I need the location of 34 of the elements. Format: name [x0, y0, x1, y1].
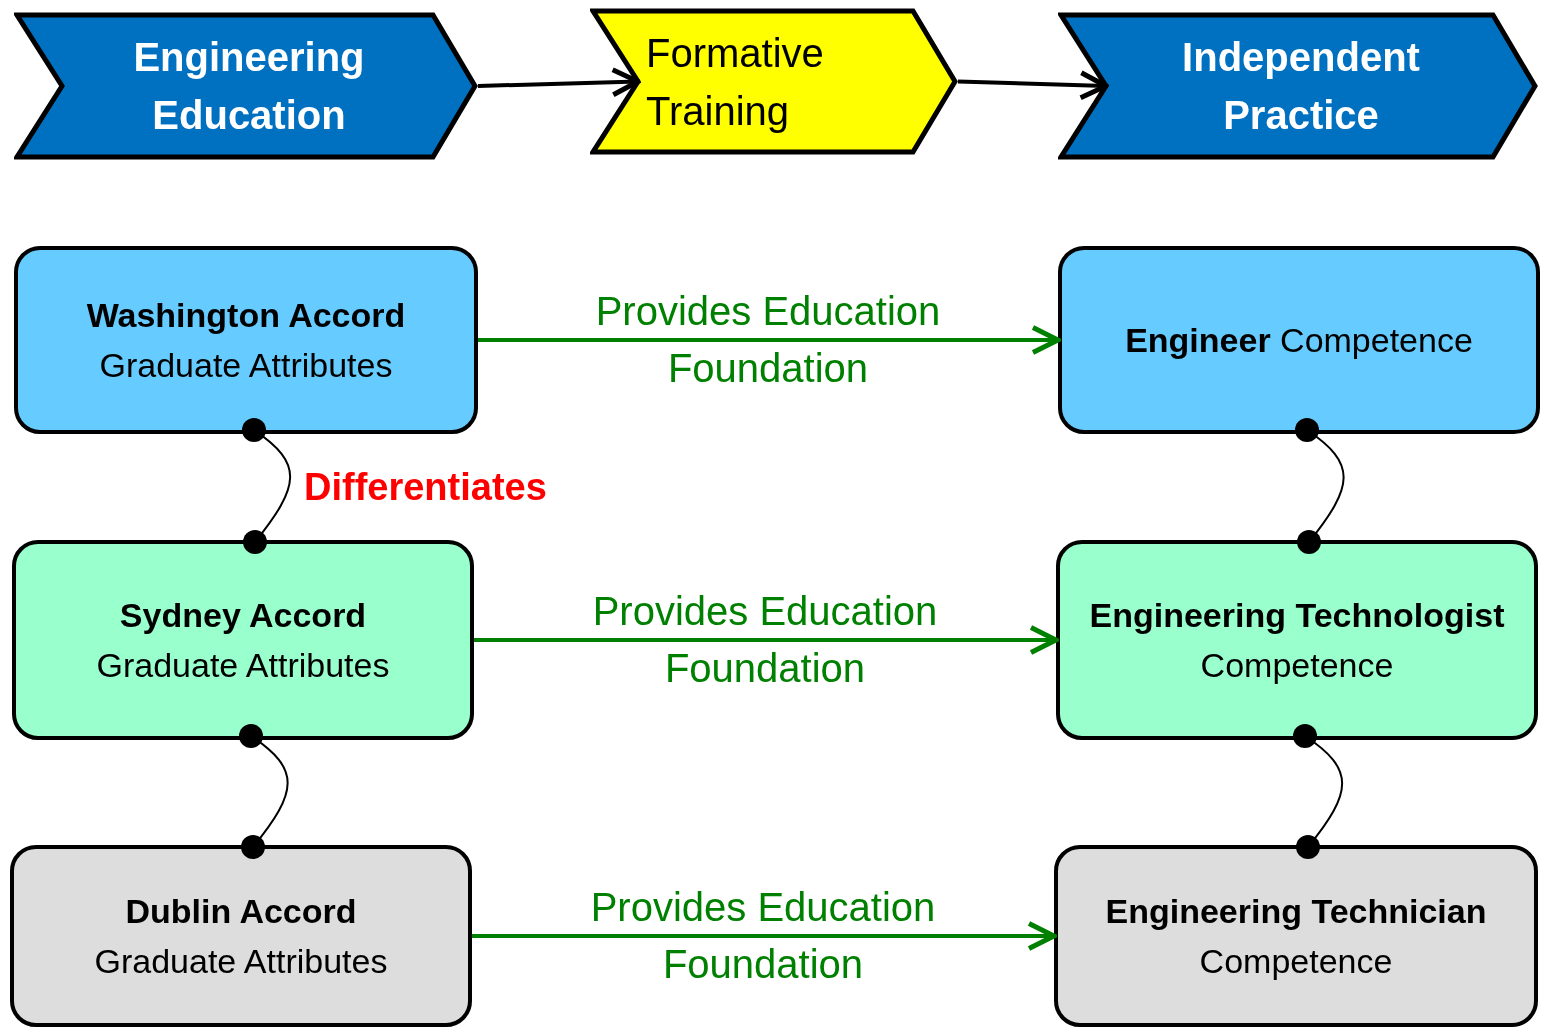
step-title: Engineering Education — [132, 34, 366, 139]
box-text: Engineering Technician Competence — [1104, 891, 1488, 982]
rounded-box — [1054, 845, 1538, 1027]
box-text: Engineering Technologist Competence — [1088, 595, 1506, 686]
chevron-step — [14, 12, 478, 160]
box-heading: Sydney Accord — [119, 595, 367, 636]
box-text: Graduate Attributes — [99, 345, 393, 386]
step-title: Formative Training — [646, 29, 825, 135]
connector-line — [239, 724, 289, 859]
chevron-step — [1058, 12, 1538, 160]
arrow — [472, 921, 1057, 951]
connector-line — [1295, 418, 1345, 554]
connector-line — [242, 418, 292, 554]
box-heading: Dublin Accord — [125, 891, 357, 932]
arrow — [477, 67, 641, 98]
edge-label: Provides Education Foundation — [589, 884, 937, 988]
relation-label: Differentiates — [304, 465, 547, 510]
rounded-box — [10, 845, 472, 1027]
rounded-box — [1058, 246, 1540, 434]
rounded-box — [1056, 540, 1538, 740]
box-text: Graduate Attributes — [94, 941, 388, 982]
edge-label: Provides Education Foundation — [591, 588, 939, 692]
box-heading: Washington Accord — [86, 295, 406, 336]
edge-label: Provides Education Foundation — [594, 288, 942, 392]
box-text: Graduate Attributes — [96, 645, 390, 686]
step-title: Independent Practice — [1181, 34, 1421, 139]
rounded-box — [14, 246, 478, 434]
box-text: Engineer Competence — [1125, 320, 1473, 361]
arrow — [957, 70, 1109, 101]
arrow — [474, 625, 1059, 655]
connector-line — [1293, 724, 1344, 859]
rounded-box — [12, 540, 474, 740]
chevron-step — [590, 8, 958, 155]
arrow — [478, 325, 1061, 355]
